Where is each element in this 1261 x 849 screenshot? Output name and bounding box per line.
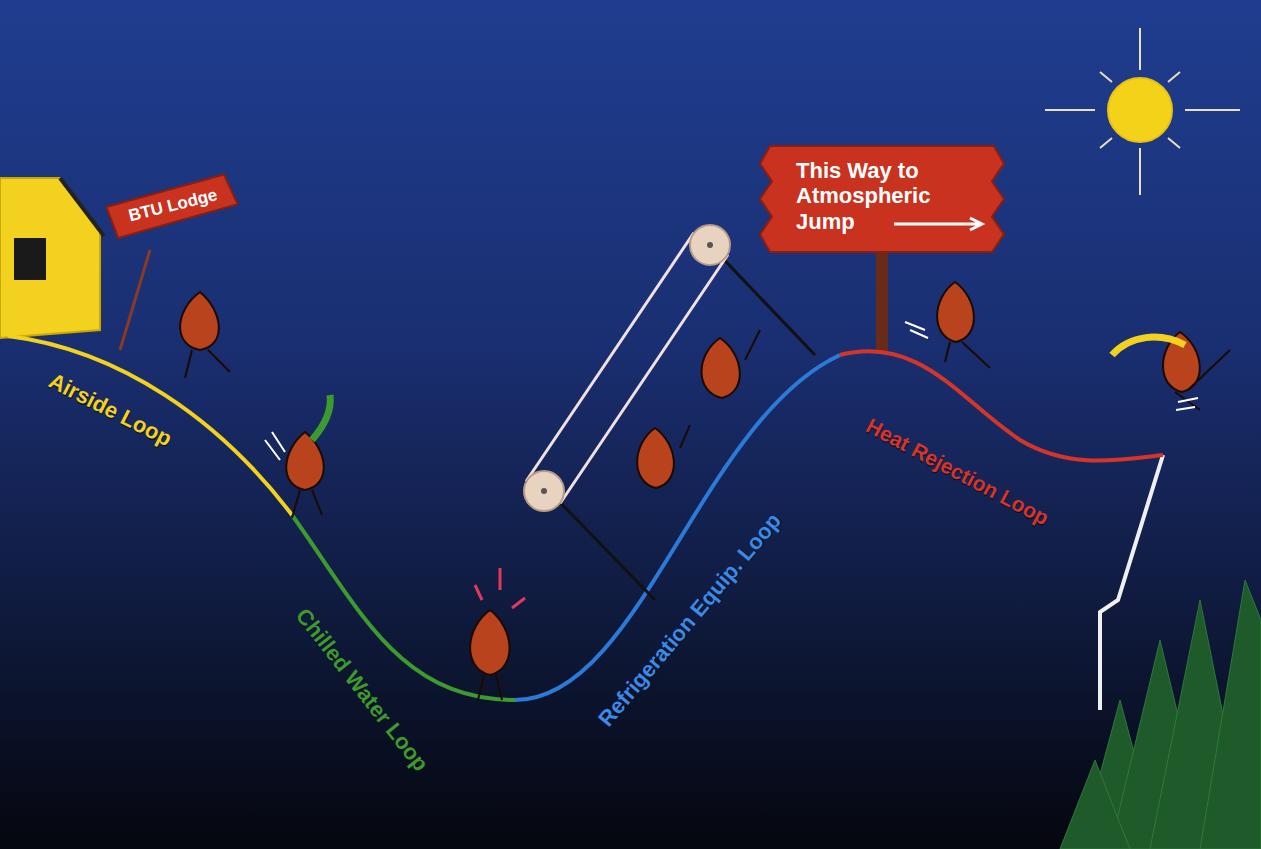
lodge-house — [0, 178, 104, 338]
sign-outline — [760, 146, 1004, 252]
loop-label: Chilled Water Loop — [290, 603, 433, 776]
sign-board: This Way to Atmospheric Jump — [760, 146, 1004, 252]
airside-loop-line — [8, 336, 292, 515]
direction-arrow — [894, 218, 982, 230]
sign-board: BTU Lodge — [106, 173, 239, 238]
lift — [524, 225, 815, 600]
sign-outline — [106, 173, 239, 239]
sun — [1045, 28, 1240, 195]
chilled-water-line — [292, 515, 515, 700]
jump-support — [1100, 455, 1163, 710]
sign-text: This Way to Atmospheric Jump — [796, 158, 960, 234]
loop-label: Heat Rejection Loop — [863, 414, 1054, 531]
sign-post — [876, 240, 888, 352]
trees — [1060, 580, 1261, 849]
loop-label: Airside Loop — [44, 368, 176, 452]
sign-post — [120, 250, 150, 350]
loop-label: Refrigeration Equip. Loop — [593, 508, 787, 732]
